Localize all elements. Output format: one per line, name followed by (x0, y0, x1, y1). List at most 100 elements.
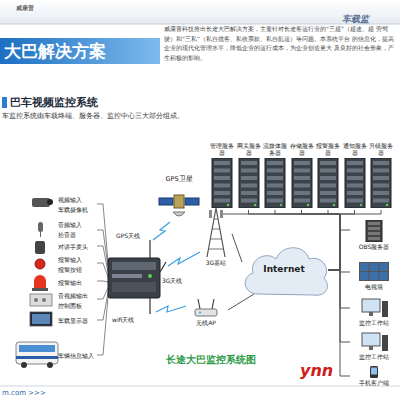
rack-slot (320, 161, 336, 165)
device-node: 无线AP (184, 298, 228, 334)
node-label: 通知服务器 (343, 142, 367, 156)
server-rack (371, 158, 391, 208)
handset-icon (35, 241, 45, 254)
device-label: 音视频输出 (58, 292, 100, 299)
tv-screen (360, 263, 369, 271)
node-label: 无线AP (184, 319, 228, 326)
title-text: 大巴解决方案 (4, 41, 106, 61)
node-label: 手机客户端 (350, 379, 398, 386)
antenna-label: GPS天线 (116, 232, 156, 239)
node-label: 电视墙 (350, 283, 398, 290)
wireless-links (153, 222, 200, 312)
network-link (328, 210, 355, 270)
header-rule (0, 24, 400, 25)
node-label: 管理服务器 (210, 142, 234, 156)
mic-icon (38, 222, 43, 237)
rack-slot (320, 191, 336, 195)
device-node: 流媒体服务器 (263, 142, 287, 210)
rack-slot (267, 184, 283, 188)
tower-frame (207, 208, 225, 257)
device-label: 拾音器 (58, 231, 100, 238)
node-label: 存储服务器 (290, 142, 314, 156)
tower-antenna (209, 210, 212, 218)
phone-body (370, 366, 378, 378)
device-node: 报警服务器 (316, 142, 340, 210)
rack-slot (347, 176, 363, 180)
node-label: 流媒体服务器 (263, 142, 287, 156)
device-node: 管理服务器 (210, 142, 234, 210)
ap-icon (184, 298, 228, 318)
server-icon (316, 158, 340, 208)
device-node: 存储服务器 (290, 142, 314, 210)
header-text: 车载监 (342, 14, 400, 25)
server-icon (290, 158, 314, 208)
server-rack (212, 158, 232, 208)
rack-slot (320, 184, 336, 188)
rack-slot (241, 161, 257, 165)
phone-screen (371, 368, 377, 375)
device-node: GPS卫星 (158, 176, 200, 224)
device-label: 车载显示器 (58, 317, 100, 324)
ws-tower (382, 301, 388, 317)
device-label: 报警按钮 (58, 266, 100, 273)
rack-slot (320, 176, 336, 180)
phone-icon (350, 366, 398, 378)
rack-slot (373, 169, 389, 173)
ws-stand (369, 312, 373, 316)
server-rack (345, 158, 365, 208)
tower-antenna (220, 210, 223, 218)
antenna-label: wifi天线 (112, 316, 152, 323)
rack-slot (214, 176, 230, 180)
tower-bar (212, 229, 220, 230)
rack-led (227, 204, 229, 206)
tower-icon (196, 204, 236, 258)
rack-slot (241, 169, 257, 173)
server-icon (369, 158, 393, 208)
rack-slot (214, 191, 230, 195)
tv-screen (370, 272, 379, 280)
footer-rule (0, 386, 400, 387)
camera-icon (32, 198, 53, 207)
device-node: 监控工作站 (350, 298, 398, 330)
rack-led (386, 204, 388, 206)
tv-screen (379, 272, 388, 280)
tv-screen (379, 263, 388, 271)
rack-led (306, 204, 308, 206)
rack-slot (347, 191, 363, 195)
header-strip (0, 0, 400, 24)
device-node: 3G基站 (196, 204, 236, 272)
rack-slot (241, 184, 257, 188)
node-label: Internet (240, 264, 328, 274)
device-node: Internet (240, 240, 328, 300)
ws-tower (382, 335, 388, 351)
device-label: 视频输入 (58, 196, 100, 203)
rack-slot (373, 184, 389, 188)
network-link (328, 210, 340, 270)
rack-slot (320, 199, 336, 203)
server-icon (263, 158, 287, 208)
rack-slot (347, 184, 363, 188)
rack-slot (373, 176, 389, 180)
rack-slot (368, 232, 380, 235)
title-band (0, 38, 160, 64)
server-icon (210, 158, 234, 208)
ws-stand (369, 346, 373, 350)
satellite-panel (185, 198, 199, 205)
ws-monitor (362, 299, 380, 312)
rack-slot (267, 161, 283, 165)
device-label: 对讲手麦头 (58, 243, 100, 250)
rack-slot (294, 199, 310, 203)
server-rack (239, 158, 259, 208)
node-label: 网关服务器 (237, 142, 261, 156)
device-label: 报警输出 (58, 279, 100, 286)
rack-slot (241, 176, 257, 180)
vehicle-terminal (108, 258, 160, 298)
bus-icon (16, 342, 58, 368)
rack-slot (241, 191, 257, 195)
intro-paragraph: 威康普科技推出长途大巴解决方案，主要针对长途客运行业的“三超”（超速、超 劳驾驶… (164, 25, 398, 63)
node-label: 报警服务器 (316, 142, 340, 156)
device-node: OBS服务器 (350, 220, 398, 258)
ws-icon (350, 298, 398, 318)
device-label: 控制面板 (58, 302, 100, 309)
node-label: 3G基站 (196, 259, 236, 266)
